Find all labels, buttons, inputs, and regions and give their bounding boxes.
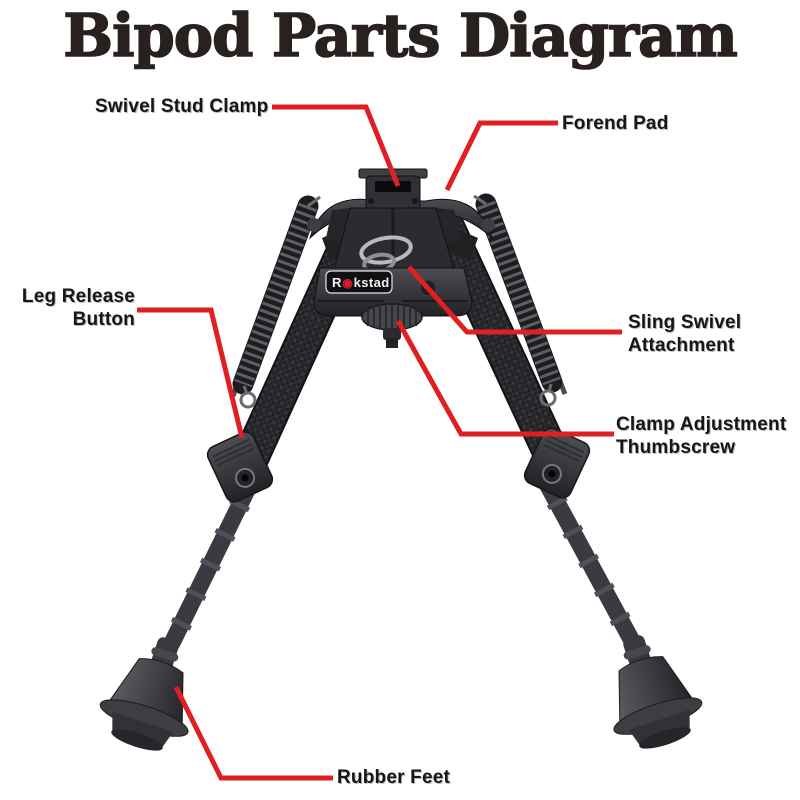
rubber-foot-left	[99, 637, 189, 751]
callout-line-rubber-feet	[173, 685, 333, 781]
lower-leg-right	[537, 475, 644, 659]
label-rubber-feet: Rubber Feet	[337, 767, 451, 788]
label-leg-release-button: Leg Release Button	[21, 286, 135, 330]
callout-line-leg-release-button	[137, 307, 245, 439]
lower-leg-left	[159, 477, 259, 661]
leg-release-housing-right	[523, 427, 591, 499]
leg-release-housing-left	[206, 431, 274, 503]
label-forend-pad: Forend Pad	[562, 113, 669, 134]
label-clamp-adjustment-thumbscrew: Clamp Adjustment Thumbscrew	[616, 414, 787, 458]
head-assembly	[307, 168, 495, 348]
callout-line-thumbscrew	[395, 319, 614, 437]
callout-line-swivel-stud-clamp	[272, 104, 401, 187]
brand-logo: R◉kstad	[332, 275, 390, 291]
logo-plate	[325, 270, 393, 294]
spring-right	[473, 193, 563, 407]
logo-letter-r: R	[332, 275, 342, 290]
spring-left	[232, 195, 321, 409]
label-sling-swivel-attachment: Sling Swivel Attachment	[628, 312, 742, 356]
swivel-stud-clamp-part	[358, 168, 428, 211]
logo-letters-rest: kstad	[353, 275, 390, 290]
callout-line-sling-swivel	[407, 265, 622, 335]
callout-line-forend-pad	[444, 120, 558, 192]
logo-o-icon: ◉	[342, 276, 354, 290]
page-title: Bipod Parts Diagram	[62, 1, 738, 70]
label-swivel-stud-clamp: Swivel Stud Clamp	[95, 96, 269, 117]
thumbscrew-part	[361, 298, 423, 348]
rubber-foot-right	[613, 635, 703, 749]
